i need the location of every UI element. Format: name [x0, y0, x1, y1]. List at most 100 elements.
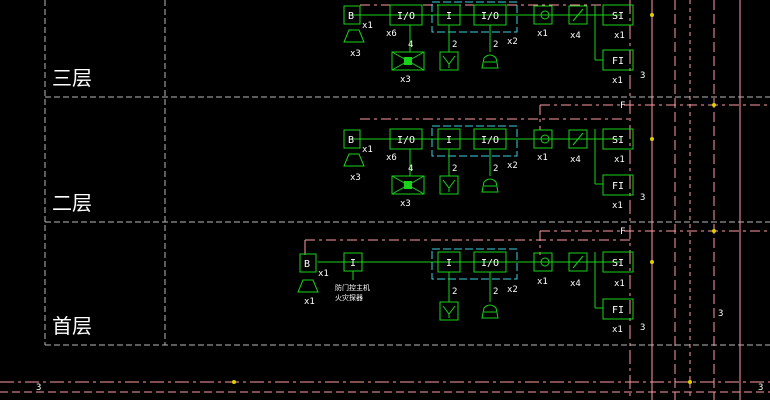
count-x2: x2	[507, 161, 518, 171]
cyan-zone-group	[431, 125, 518, 157]
fire-door-note-2: 火灾探器	[335, 293, 363, 302]
siren-icon	[481, 54, 499, 69]
symbol-io: I/O	[481, 258, 499, 269]
wire-count-2: 2	[452, 164, 457, 174]
floor-3-devices: B x1 x3 I/O x6 I I/O x2 4 2 2 x3 x1	[343, 1, 634, 86]
symbol-B: B	[348, 11, 354, 22]
symbol-FI: FI	[612, 56, 624, 67]
heat-detector-icon	[568, 5, 588, 25]
ground-bus	[0, 381, 770, 393]
smoke-detector-icon	[533, 129, 553, 149]
count-x1: x1	[614, 31, 625, 41]
fire-alarm-button-B	[343, 129, 361, 149]
riser-wire-count: 3	[640, 323, 645, 333]
symbol-FI: FI	[612, 305, 624, 316]
io-module	[389, 128, 423, 150]
damper-icon	[391, 175, 425, 195]
symbol-FI: FI	[612, 181, 624, 192]
symbol-B: B	[348, 135, 354, 146]
smoke-detector-icon	[533, 252, 553, 272]
count-x3: x3	[350, 173, 361, 183]
bus-wire-count: 3	[36, 383, 41, 393]
count-x4: x4	[570, 155, 581, 165]
f-feeders	[539, 104, 770, 255]
riser-wire-count: 3	[640, 193, 645, 203]
riser-wire-count: 3	[640, 71, 645, 81]
count-x1: x1	[304, 297, 315, 307]
count-x1: x1	[614, 279, 625, 289]
bus-junction	[232, 380, 236, 384]
heat-detector-icon	[568, 252, 588, 272]
fire-alarm-button-B	[299, 253, 317, 273]
count-x1: x1	[537, 277, 548, 287]
smoke-detector-icon	[533, 5, 553, 25]
count-x3: x3	[400, 199, 411, 209]
alarm-bell-icon	[297, 279, 319, 293]
io-module	[389, 4, 423, 26]
si-module	[602, 4, 634, 26]
alarm-bell-icon	[343, 153, 365, 167]
symbol-B: B	[304, 259, 310, 270]
count-x1: x1	[362, 145, 373, 155]
count-x6: x6	[386, 153, 397, 163]
fire-alarm-button-B	[343, 5, 361, 25]
floor-2-devices: B x1 x3 I/O x6 I I/O x2 4 2 2 x3 x1 x4	[343, 118, 634, 211]
symbol-io: I/O	[397, 135, 415, 146]
fire-door-note-1: 防门控主机	[335, 283, 370, 292]
symbol-SI: SI	[612, 135, 624, 146]
count-x3: x3	[350, 49, 361, 59]
junction-dots	[650, 13, 716, 384]
count-x1: x1	[318, 269, 329, 279]
floor-label-2: 二层	[52, 191, 92, 215]
floor-grid	[44, 0, 770, 346]
symbol-io: I/O	[397, 11, 415, 22]
floor-1-devices: B x1 x1 I 防门控主机 火灾探器 I I/O x2 2 2 x1 x4 …	[297, 239, 634, 335]
symbol-io: I/O	[481, 11, 499, 22]
symbol-SI: SI	[612, 258, 624, 269]
si-module	[602, 128, 634, 150]
symbol-I: I	[446, 135, 452, 146]
f-label-top: F	[620, 101, 625, 111]
siren-icon	[481, 304, 499, 319]
fi-module	[602, 49, 634, 71]
speaker-icon	[439, 301, 459, 321]
count-x1: x1	[537, 153, 548, 163]
wire-count-2: 2	[452, 40, 457, 50]
wire-count-2: 2	[493, 287, 498, 297]
count-x3: x3	[400, 75, 411, 85]
count-x1: x1	[537, 29, 548, 39]
wire-count-2: 2	[493, 40, 498, 50]
damper-icon	[391, 51, 425, 71]
symbol-I: I	[446, 258, 452, 269]
alarm-bell-icon	[343, 29, 365, 43]
speaker-icon	[439, 51, 459, 71]
count-x4: x4	[570, 279, 581, 289]
symbol-I: I	[446, 11, 452, 22]
count-x1: x1	[362, 21, 373, 31]
wire-count-4: 4	[408, 164, 413, 174]
fi-module	[602, 174, 634, 196]
count-x1: x1	[614, 155, 625, 165]
si-module	[602, 251, 634, 273]
symbol-I: I	[350, 258, 356, 269]
floor-label-3: 三层	[52, 66, 92, 90]
symbol-SI: SI	[612, 11, 624, 22]
vertical-risers	[629, 0, 741, 400]
bus-wire-count-right: 3	[758, 383, 763, 393]
cyan-zone-group	[431, 248, 518, 280]
speaker-icon	[439, 175, 459, 195]
floor-label-1: 首层	[52, 314, 92, 338]
fi-module	[602, 298, 634, 320]
wire-count-2: 2	[493, 164, 498, 174]
wire-count-4: 4	[408, 40, 413, 50]
count-x2: x2	[507, 37, 518, 47]
cyan-zone-group	[431, 1, 518, 33]
count-x1: x1	[612, 325, 623, 335]
count-x2: x2	[507, 285, 518, 295]
count-x1: x1	[612, 76, 623, 86]
count-x6: x6	[386, 29, 397, 39]
siren-icon	[481, 178, 499, 193]
wire-count-2: 2	[452, 287, 457, 297]
symbol-io: I/O	[481, 135, 499, 146]
